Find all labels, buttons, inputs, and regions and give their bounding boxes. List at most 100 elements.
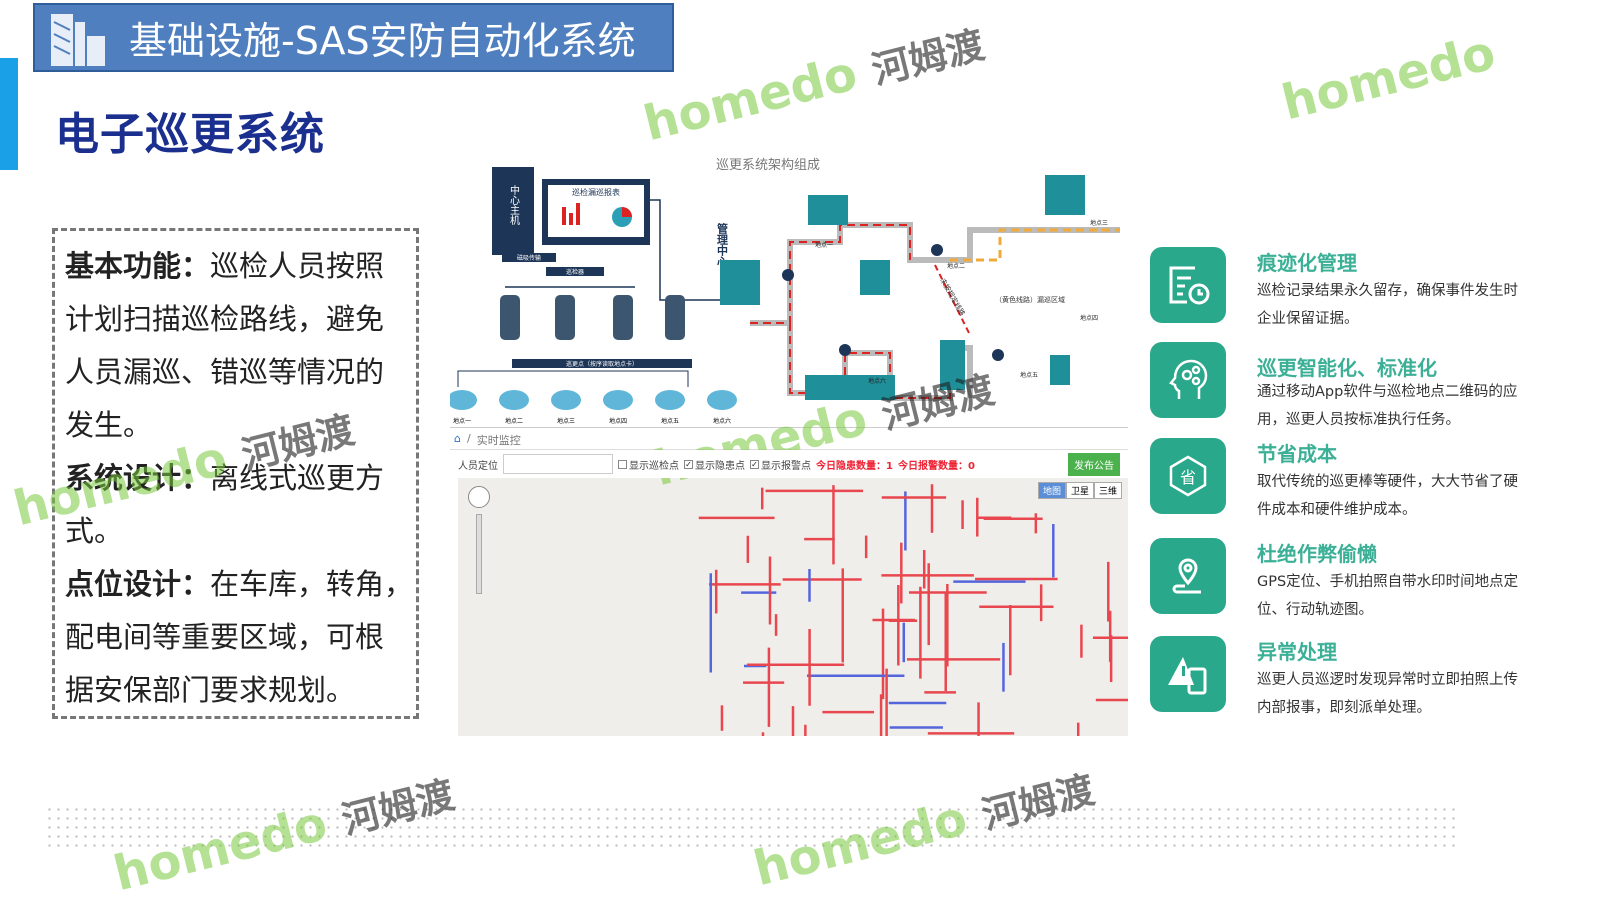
show-check-points[interactable]: 显示巡检点 — [618, 457, 679, 472]
func-line: 发生。 — [65, 408, 153, 442]
map-type-map[interactable]: 地图 — [1037, 482, 1066, 499]
feature-desc: GPS定位、手机拍照自带水印时间地点定位、行动轨迹图。 — [1257, 574, 1519, 618]
transfer-label: 磁吸传输 — [517, 254, 541, 262]
show-hazard-points[interactable]: ✓显示隐患点 — [684, 457, 745, 472]
point-tag-icon — [603, 390, 633, 410]
point-line: 配电间等重要区域，可根 — [65, 620, 385, 654]
map-type-3d[interactable]: 三维 — [1093, 482, 1122, 499]
title-text: 基础设施-SAS安防自动化系统 — [129, 19, 636, 63]
alarm-count: 今日报警数量：0 — [897, 460, 975, 472]
checkbox-unchecked[interactable] — [618, 459, 627, 469]
map-type-switch: 地图 卫星 三维 — [1037, 482, 1122, 499]
feature-desc: 巡检记录结果永久留存，确保事件发生时企业保留证据。 — [1257, 283, 1518, 327]
missed-area-label: （黄色线路）漏巡区域 — [995, 295, 1065, 304]
point-tag-icon — [499, 390, 529, 410]
point-tag-icon — [707, 390, 737, 410]
feature-title: 异常处理 — [1257, 640, 1337, 664]
breadcrumb-current[interactable]: 实时监控 — [476, 434, 521, 447]
feature-title: 痕迹化管理 — [1257, 251, 1357, 275]
map-toolbar: 人员定位 显示巡检点 ✓显示隐患点 ✓显示报警点 今日隐患数量：1 今日报警数量… — [450, 450, 1128, 478]
map-roads — [698, 484, 1128, 736]
point-label: 地点二 — [505, 417, 523, 425]
func-text: 巡检人员按照 — [210, 249, 385, 283]
server-icon — [492, 167, 534, 255]
show-alarm-points[interactable]: ✓显示报警点 — [750, 457, 811, 472]
checkbox-checked[interactable]: ✓ — [684, 459, 693, 469]
architecture-diagram: 巡更系统架构组成 中心主机 巡检漏巡报表 磁吸传输 巡检器 巡更点（按序读取地点… — [450, 158, 1120, 425]
point-label: 点位设计： — [65, 567, 211, 601]
mgmt-building — [720, 260, 760, 305]
wrong-route-label: 未按规定线路 — [938, 277, 967, 318]
record-clock-icon — [1150, 247, 1226, 323]
patrol-device-icons — [500, 295, 685, 340]
description-box: 基本功能：巡检人员按照 计划扫描巡检路线，避免 人员漏巡、错巡等情况的 发生。 … — [52, 228, 419, 719]
point-label: 地点六 — [713, 417, 731, 425]
location-pin-icon — [1150, 538, 1226, 614]
point-label: 地点一 — [453, 417, 471, 425]
feature-desc: 取代传统的巡更棒等硬件，大大节省了硬件成本和硬件维护成本。 — [1257, 474, 1518, 518]
check-label: 显示隐患点 — [695, 460, 745, 472]
breadcrumb: ⌂/实时监控 — [450, 428, 1128, 450]
point-line: 点位设计：在车库，转角， — [65, 561, 413, 603]
func-line: 计划扫描巡检路线，避免 — [65, 302, 385, 336]
design-label: 系统设计： — [65, 461, 211, 495]
feature-smart: 巡更智能化、标准化 通过移动App软件与巡检地点二维码的应用，巡更人员按标准执行… — [1150, 342, 1550, 428]
route-point-label: 地点二 — [947, 262, 965, 270]
route-point-label: 地点三 — [1090, 219, 1108, 227]
point-text: 在车库，转角， — [210, 567, 414, 601]
func-label: 基本功能： — [65, 249, 211, 283]
diagram-title: 巡更系统架构组成 — [716, 158, 820, 173]
route-point-label: 地点一 — [815, 241, 833, 249]
watermark: homedo — [1276, 24, 1501, 132]
feature-cost: 省 节省成本 取代传统的巡更棒等硬件，大大节省了硬件成本和硬件维护成本。 — [1150, 438, 1550, 518]
title-bar: 基础设施-SAS安防自动化系统 — [33, 3, 674, 72]
pan-control[interactable] — [468, 486, 490, 508]
save-hexagon-icon: 省 — [1150, 438, 1226, 514]
point-line: 据安保部门要求规划。 — [65, 673, 356, 707]
check-label: 显示巡检点 — [629, 460, 679, 472]
monitor-panel: ⌂/实时监控 人员定位 显示巡检点 ✓显示隐患点 ✓显示报警点 今日隐患数量：1… — [450, 427, 1128, 737]
alert-phone-icon — [1150, 636, 1226, 712]
point-tag-icon — [655, 390, 685, 410]
building-icon — [51, 13, 105, 66]
map-type-satellite[interactable]: 卫星 — [1065, 482, 1094, 499]
zoom-slider[interactable] — [476, 514, 482, 594]
feature-anticheat: 杜绝作弊偷懒 GPS定位、手机拍照自带水印时间地点定位、行动轨迹图。 — [1150, 538, 1550, 618]
map-canvas[interactable]: 地图 卫星 三维 — [458, 478, 1128, 736]
design-line: 系统设计：离线式巡更方 — [65, 455, 384, 497]
host-label: 中心主机 — [508, 184, 520, 226]
design-line: 式。 — [65, 514, 124, 548]
design-text: 离线式巡更方 — [210, 461, 385, 495]
hazard-count: 今日隐患数量：1 — [816, 460, 893, 472]
home-icon[interactable]: ⌂ — [454, 432, 461, 445]
feature-title: 杜绝作弊偷懒 — [1257, 542, 1377, 566]
head-network-icon — [1150, 342, 1226, 418]
svg-text:省: 省 — [1180, 468, 1196, 487]
point-label: 地点四 — [609, 417, 627, 425]
dotted-decoration — [45, 805, 1455, 853]
reader-label: 巡检器 — [566, 268, 584, 276]
func-line: 基本功能：巡检人员按照 — [65, 243, 384, 285]
point-label: 地点五 — [661, 417, 679, 425]
mgmt-label: 管理中心 — [716, 222, 729, 268]
feature-title: 巡更智能化、标准化 — [1257, 356, 1437, 380]
checkbox-checked[interactable]: ✓ — [750, 459, 759, 469]
publish-button[interactable]: 发布公告 — [1068, 452, 1120, 476]
feature-exception: 异常处理 巡更人员巡逻时发现异常时立即拍照上传内部报事，即刻派单处理。 — [1150, 636, 1550, 716]
feature-title: 节省成本 — [1257, 442, 1337, 466]
route-point-label: 地点四 — [1080, 314, 1098, 322]
points-bar-label: 巡更点（按序读取地点卡） — [566, 360, 638, 368]
feature-desc: 通过移动App软件与巡检地点二维码的应用，巡更人员按标准执行任务。 — [1257, 384, 1518, 428]
point-tag-icon — [551, 390, 581, 410]
route-point-label: 地点六 — [868, 377, 886, 385]
locate-input[interactable] — [503, 454, 613, 474]
locate-label: 人员定位 — [458, 460, 498, 472]
check-label: 显示报警点 — [761, 460, 811, 472]
route-point-label: 地点五 — [1020, 371, 1038, 379]
func-line: 人员漏巡、错巡等情况的 — [65, 355, 385, 389]
feature-trace: 痕迹化管理 巡检记录结果永久留存，确保事件发生时企业保留证据。 — [1150, 247, 1550, 327]
feature-desc: 巡更人员巡逻时发现异常时立即拍照上传内部报事，即刻派单处理。 — [1257, 672, 1518, 716]
watermark: homedo 河姆渡 — [638, 22, 989, 153]
left-accent-bar — [0, 58, 18, 170]
point-tag-icon — [450, 390, 477, 410]
